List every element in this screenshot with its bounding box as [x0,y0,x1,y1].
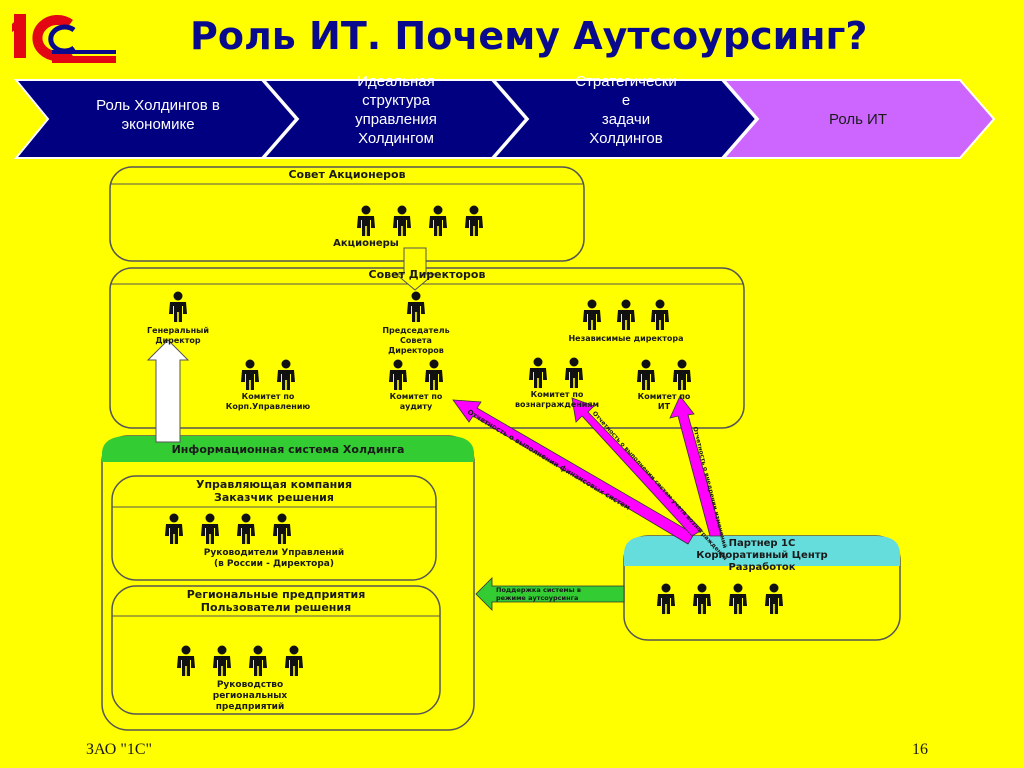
management-label: Руководители Управлений(в России - Дирек… [203,548,345,569]
chevron-step-3[interactable] [491,79,758,159]
partner-header [624,536,900,566]
arrow-support-outsourcing [475,577,625,611]
arrow-info-to-director [146,339,190,443]
footer-page-number: 16 [912,741,928,758]
arrow-report-finance [452,399,695,545]
arrow-report-systems [571,397,703,537]
arrow-report-it [669,395,723,537]
footer-company: ЗАО "1С" [86,741,153,758]
board-title: Совет Директоров [368,268,486,281]
shareholders-council-box [109,166,585,262]
logo-c-navy [48,24,76,54]
independent-directors-label: Независимые директора [568,334,684,343]
board-of-directors-box [109,267,745,429]
page-title: Роль ИТ. Почему Аутсоурсинг? [190,14,868,58]
chevron-step-1[interactable] [14,79,298,159]
org-diagram: Совет Акционеров Акционеры Совет Директо… [98,164,908,734]
logo-c-red [32,15,73,61]
chevron-step-4-active[interactable] [721,79,996,159]
shareholders-council-title: Совет Акционеров [288,168,406,181]
chevron-step-4-label: Роль ИТ [828,111,888,128]
logo-underline-navy [52,50,116,54]
company-logo [12,10,120,70]
info-system-title: Информационная система Холдинга [171,443,405,456]
arrow-shareholders-to-board [394,247,436,291]
regional-enterprises-box [111,585,441,715]
logo-underline-red [52,56,116,63]
chevron-step-2[interactable] [261,79,528,159]
info-system-header [102,436,474,462]
shareholders-label: Акционеры [333,238,399,249]
